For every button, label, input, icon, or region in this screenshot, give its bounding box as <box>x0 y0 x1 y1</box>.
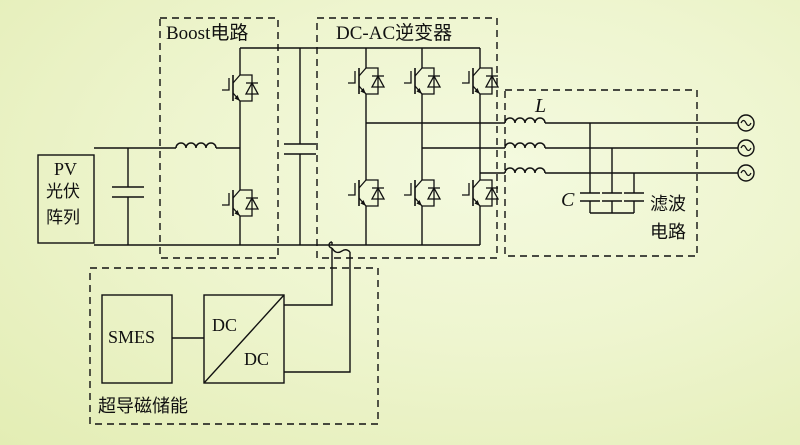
filter-block <box>504 89 698 257</box>
boost-inductor-icon <box>175 142 217 149</box>
inverter-igbt-c-bottom-icon <box>461 179 499 207</box>
boost-igbt-top-icon <box>221 74 259 102</box>
phase-c-inductor-icon <box>504 167 546 174</box>
ac-grid-c-icon <box>737 164 755 182</box>
boost-circuit-label: Boost电路 <box>166 23 249 44</box>
dcdc-label-bottom: DC <box>244 349 270 369</box>
inverter-igbt-b-top-icon <box>403 67 441 95</box>
pv-label-line1: PV <box>54 159 78 179</box>
inverter-igbt-c-top-icon <box>461 67 499 95</box>
inverter-igbt-a-top-icon <box>347 67 385 95</box>
storage-label: 超导磁储能 <box>98 396 188 417</box>
dcdc-label-top: DC <box>212 315 238 335</box>
filter-label-line2: 电路 <box>650 222 686 243</box>
ac-grid-a-icon <box>737 114 755 132</box>
boost-igbt-bottom-icon <box>221 189 259 217</box>
inductor-label: L <box>535 95 547 117</box>
pv-array-box <box>37 154 95 244</box>
pv-label-line3: 阵列 <box>46 208 80 228</box>
boost-block <box>159 17 279 259</box>
phase-b-inductor-icon <box>504 142 546 149</box>
dcdc-box <box>203 294 285 384</box>
inverter-igbt-a-bottom-icon <box>347 179 385 207</box>
ac-grid-b-icon <box>737 139 755 157</box>
inverter-label: DC-AC逆变器 <box>336 23 453 44</box>
pv-label-line2: 光伏 <box>46 182 80 202</box>
phase-a-inductor-icon <box>504 117 546 124</box>
storage-block <box>89 267 379 425</box>
smes-label: SMES <box>108 327 156 347</box>
inverter-block <box>316 17 498 259</box>
capacitor-label: C <box>561 189 575 211</box>
inverter-igbt-b-bottom-icon <box>403 179 441 207</box>
filter-label-line1: 滤波 <box>650 194 686 215</box>
smes-box <box>101 294 173 384</box>
